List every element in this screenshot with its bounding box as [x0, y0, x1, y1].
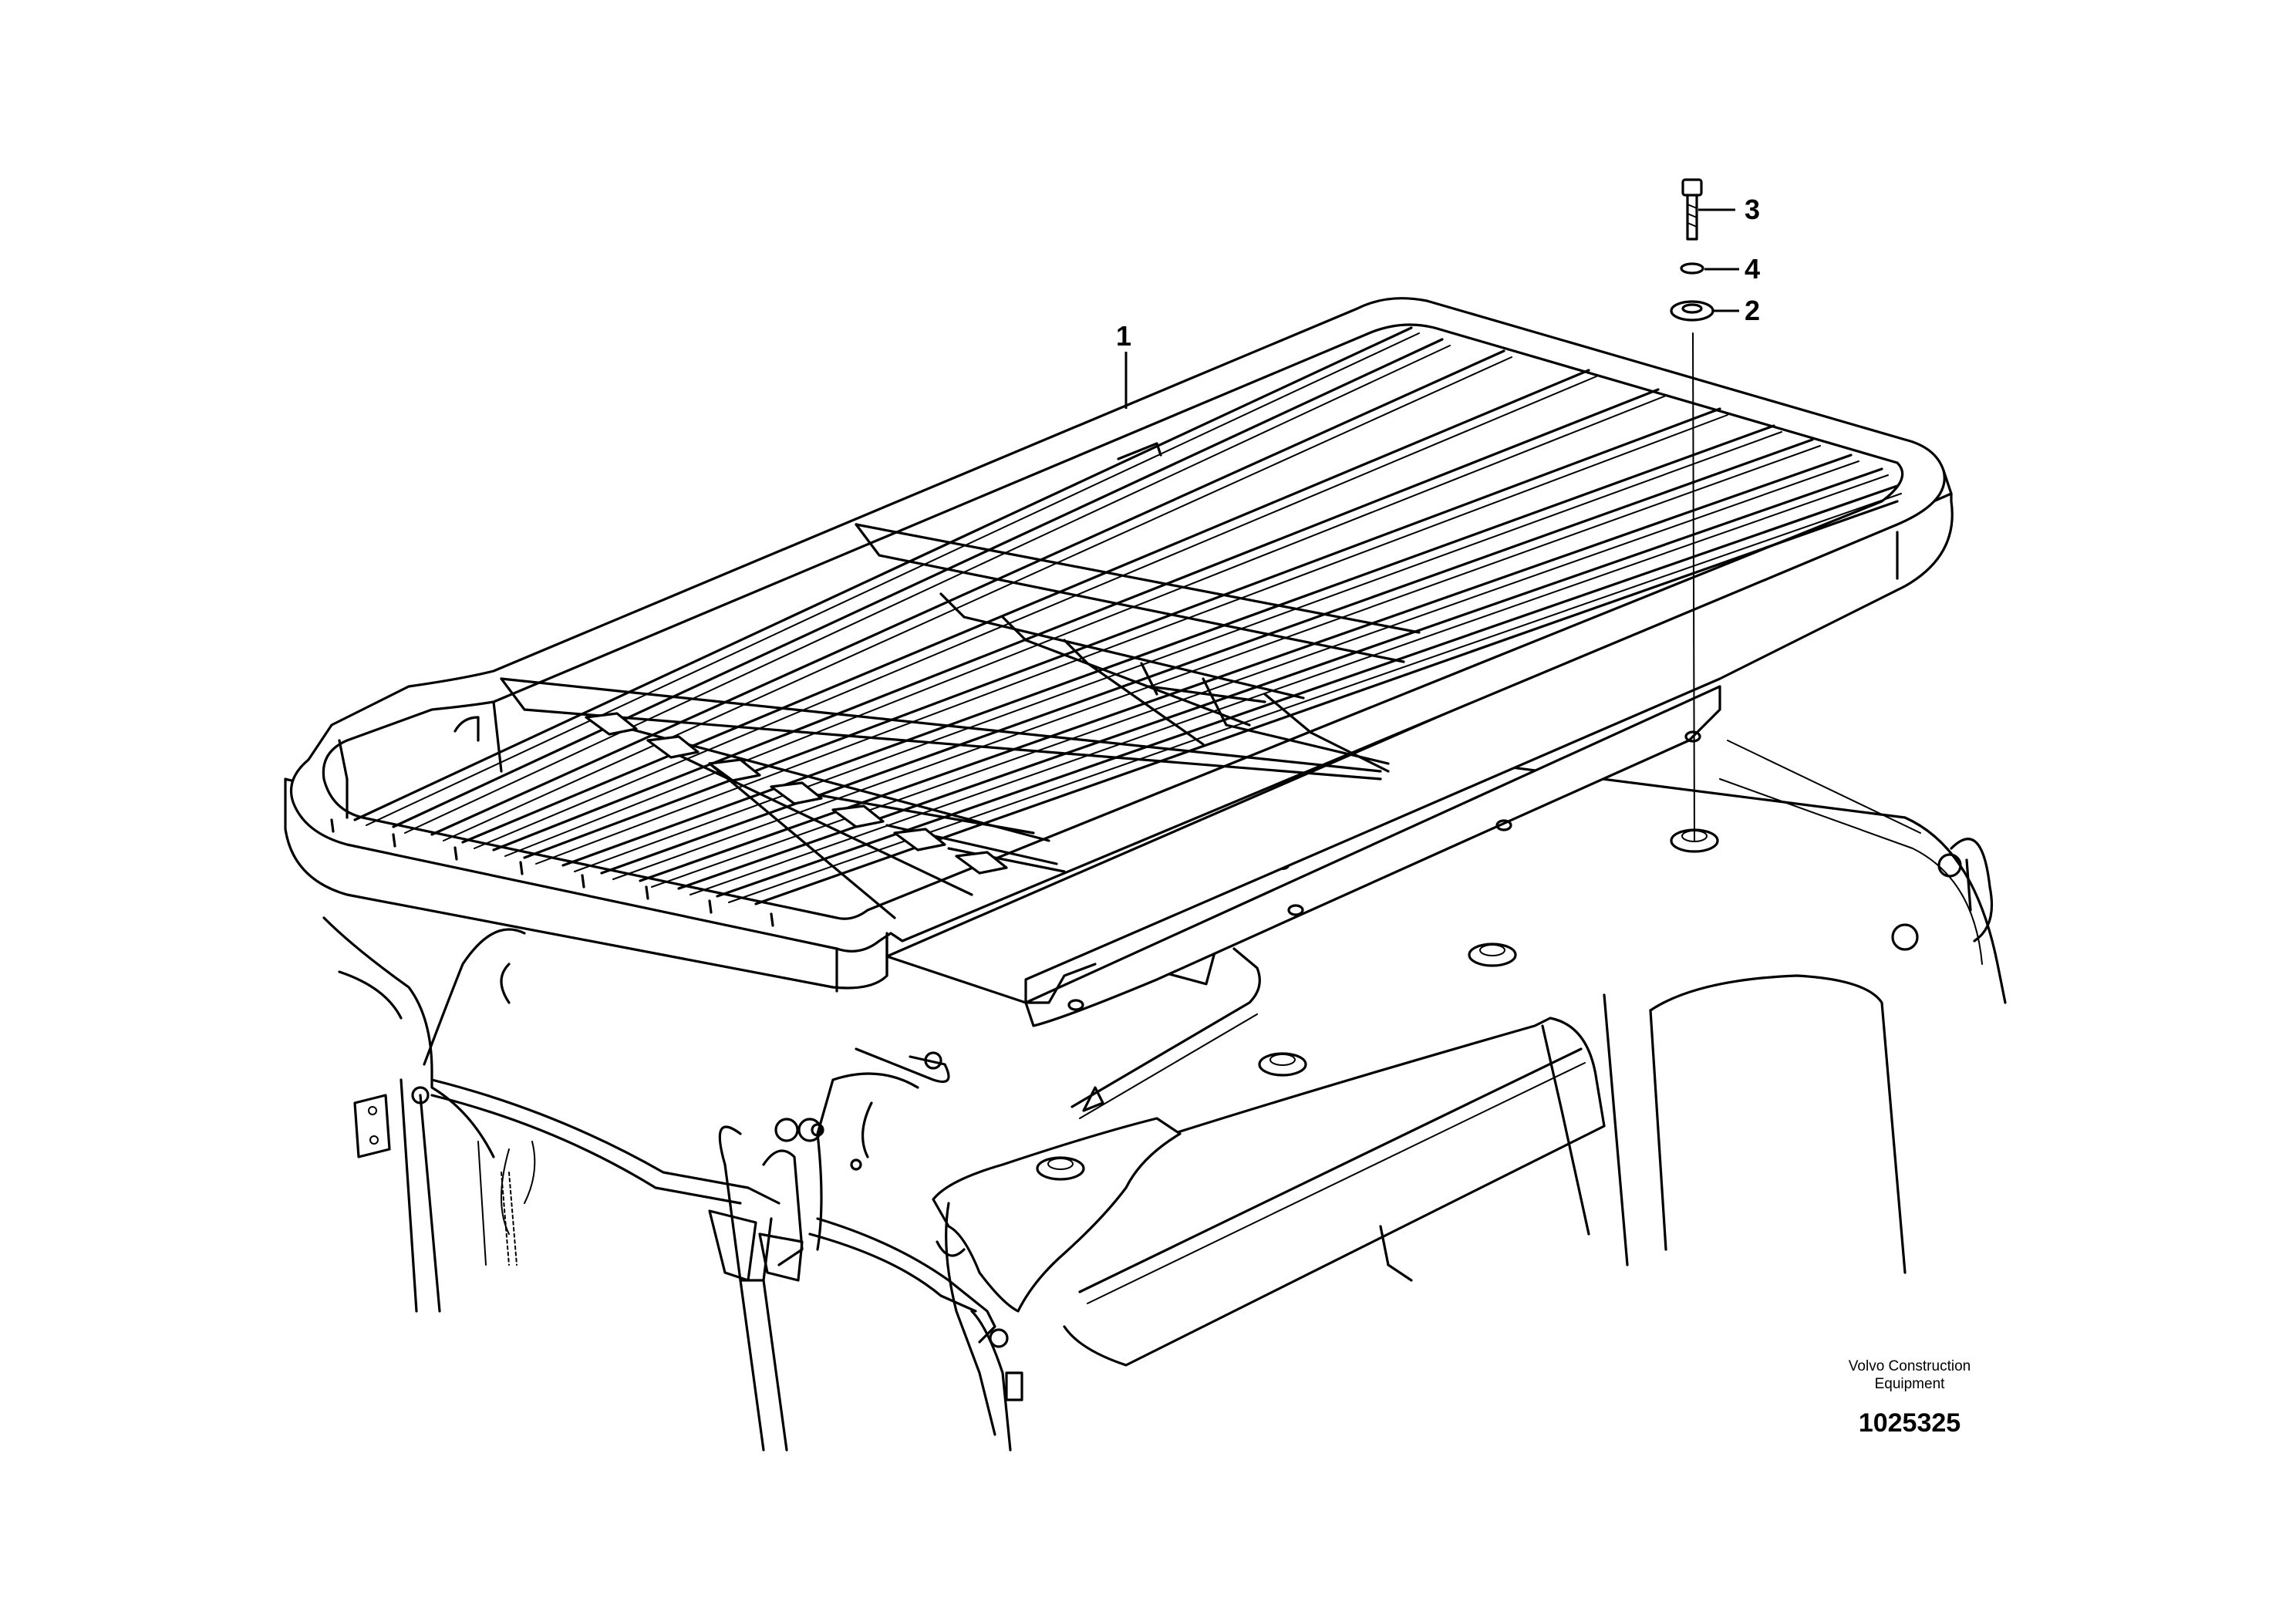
- washer: [1670, 300, 1714, 322]
- rack-slats: [353, 326, 1902, 905]
- roof-rack: [284, 297, 1954, 1027]
- drawing-number: 1025325: [1859, 1408, 1961, 1438]
- brand-line-2: Equipment: [1875, 1376, 1946, 1392]
- svg-text:3: 3: [1745, 194, 1760, 225]
- fastener-stack: [1670, 178, 1714, 841]
- callout-3: 3: [1698, 194, 1760, 225]
- svg-text:1: 1: [1116, 320, 1131, 352]
- svg-text:2: 2: [1745, 295, 1760, 326]
- callout-2: 2: [1714, 295, 1760, 326]
- cab-body: [322, 716, 2007, 1452]
- callout-1: 1: [1116, 320, 1131, 409]
- brand-line-1: Volvo Construction: [1849, 1358, 1971, 1374]
- lock-washer: [1680, 262, 1704, 275]
- callout-4: 4: [1704, 253, 1760, 285]
- svg-text:4: 4: [1745, 253, 1760, 285]
- slat-end-tabs: [330, 818, 774, 927]
- rack-ribs: [500, 523, 1421, 919]
- bolt: [1681, 178, 1703, 241]
- footer-block: Volvo Construction Equipment 1025325: [1849, 1358, 1971, 1438]
